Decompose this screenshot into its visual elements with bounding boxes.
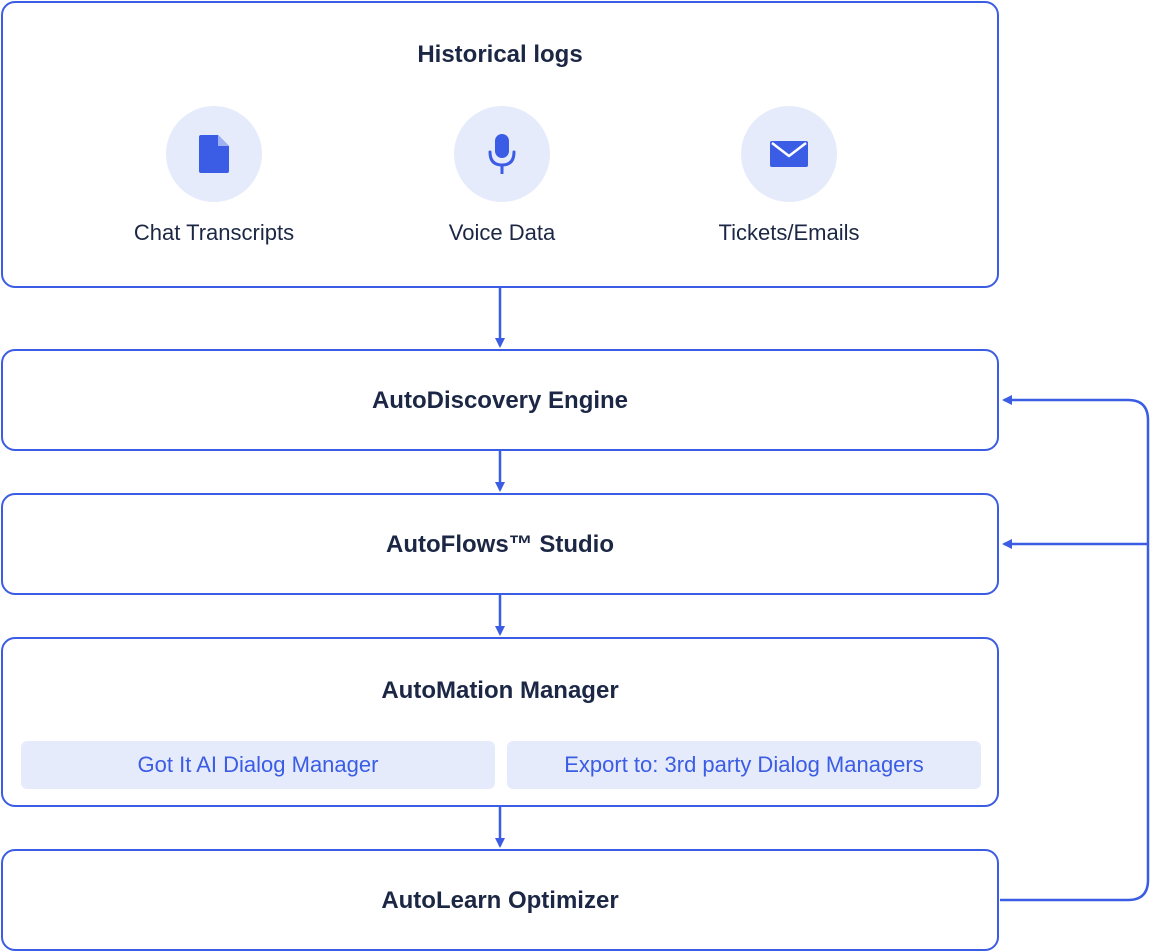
source-label: Voice Data <box>448 220 556 245</box>
feedback-loop-line <box>1000 395 1150 902</box>
voice-data-icon-circle <box>454 106 550 202</box>
autodiscovery-engine-box: AutoDiscovery Engine <box>1 349 999 451</box>
microphone-icon <box>488 134 516 174</box>
historical-logs-title: Historical logs <box>417 41 583 68</box>
chat-transcripts-icon-circle <box>166 106 262 202</box>
envelope-icon <box>770 141 808 167</box>
tickets-emails-icon-circle <box>741 106 837 202</box>
automation-manager-box: AutoMation Manager Got It AI Dialog Mana… <box>1 637 999 807</box>
automation-manager-title: AutoMation Manager <box>381 677 619 704</box>
autoflows-studio-title: AutoFlows™ Studio <box>386 531 614 558</box>
chip-export-3rd-party: Export to: 3rd party Dialog Managers <box>507 741 981 789</box>
autolearn-optimizer-title: AutoLearn Optimizer <box>381 887 619 914</box>
document-icon <box>199 135 229 173</box>
chip-got-it-ai-dialog-manager: Got It AI Dialog Manager <box>21 741 495 789</box>
source-tickets-emails: Tickets/Emails <box>669 106 909 246</box>
source-label: Chat Transcripts <box>133 220 295 245</box>
source-chat-transcripts: Chat Transcripts <box>94 106 334 246</box>
autodiscovery-engine-title: AutoDiscovery Engine <box>371 387 629 414</box>
source-label: Tickets/Emails <box>718 220 860 245</box>
autoflows-studio-box: AutoFlows™ Studio <box>1 493 999 595</box>
historical-logs-box: Historical logs Chat Transcripts Voice D… <box>1 1 999 288</box>
autolearn-optimizer-box: AutoLearn Optimizer <box>1 849 999 951</box>
source-voice-data: Voice Data <box>382 106 622 246</box>
